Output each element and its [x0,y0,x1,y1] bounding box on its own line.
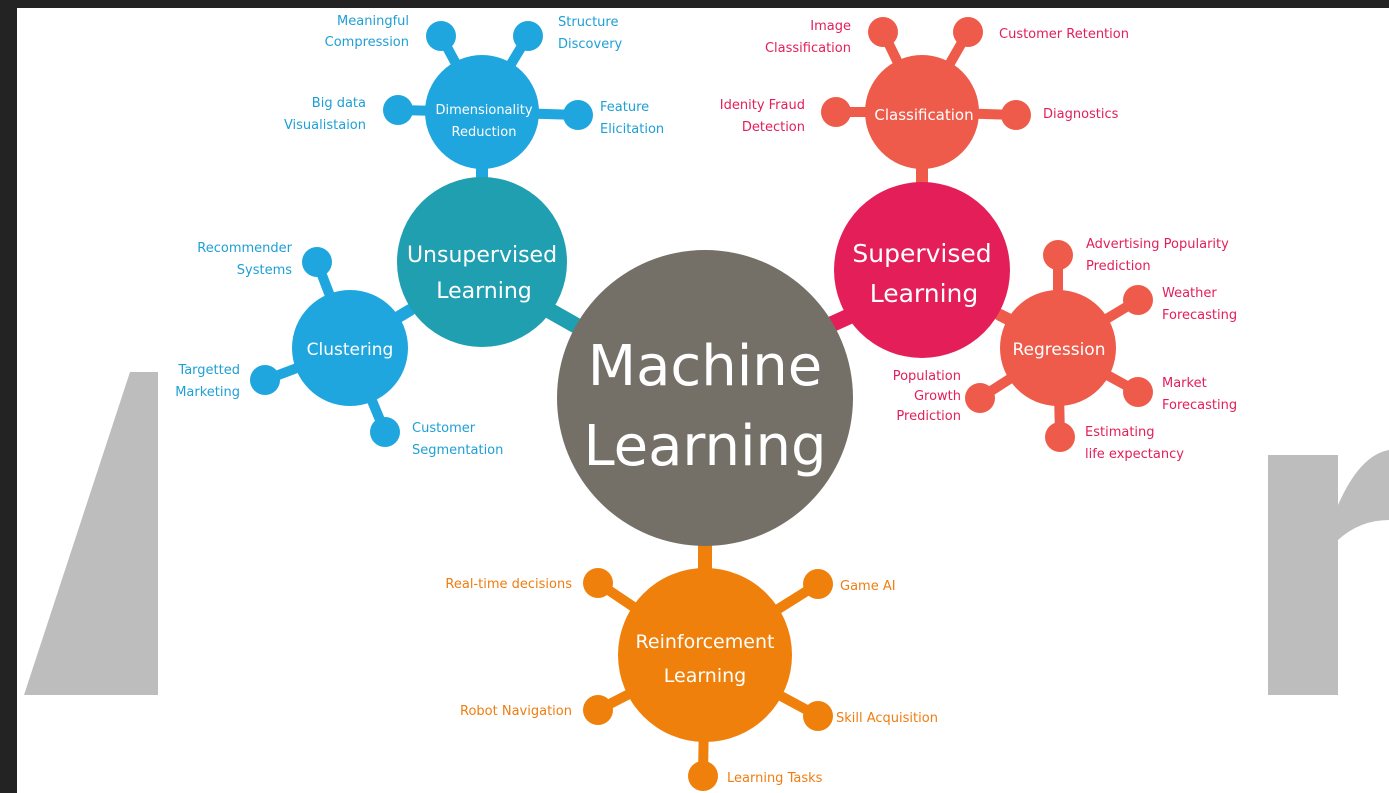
leaf-dot [426,21,456,51]
leaf-label: Segmentation [412,443,503,458]
leaf-label: Idenity Fraud [720,98,805,113]
leaf-dot [370,417,400,447]
leaf-label: Targetted [177,363,240,378]
leaf-dot [688,761,718,791]
clustering-label: Clustering [307,340,394,360]
leaf-label: Classification [765,41,851,56]
reinforcement-node [618,568,792,742]
leaf-label: Image [810,19,851,34]
leaf-dot [383,95,413,125]
leaf-dot [1043,240,1073,270]
leaf-label: Customer [412,421,476,436]
clustering-node [292,290,408,406]
leaf-label: Feature [600,100,649,115]
classification-node [865,55,979,169]
leaf-dot [1123,377,1153,407]
leaf-label: life expectancy [1085,447,1184,462]
leaf-label: Detection [742,120,805,135]
leaf-dots [250,17,1153,791]
leaf-dot [250,365,280,395]
leaf-label: Growth [914,389,961,404]
leaf-label: Advertising Popularity [1086,237,1229,252]
leaf-dot [1123,285,1153,315]
reinforcement-label-line1: Reinforcement [636,631,775,653]
leaf-label: Recommender [197,241,292,256]
dimensionality-node [425,55,539,169]
leaf-label: Prediction [1086,259,1151,274]
dimensionality-label-line2: Reduction [452,125,517,140]
leaf-label: Learning Tasks [727,771,823,786]
leaf-label: Big data [312,96,366,111]
leaf-label: Market [1162,376,1207,391]
machine-learning-node [557,250,853,546]
leaf-dot [1045,422,1075,452]
regression-node [1000,290,1116,406]
leaf-dot [953,17,983,47]
supervised-label-line2: Learning [870,279,979,308]
classification-label: Classification [874,106,973,124]
leaf-dot [965,383,995,413]
center-label-line2: Learning [583,414,826,479]
leaf-label: Marketing [175,385,240,400]
reinforcement-label-line2: Learning [664,665,747,687]
leaf-label: Customer Retention [999,27,1129,42]
leaf-label: Weather [1162,286,1217,301]
leaf-dot [563,100,593,130]
leaf-label: Structure [558,15,618,30]
leaf-label: Skill Acquisition [836,711,938,726]
leaf-label: Population [893,369,961,384]
leaf-label: Compression [325,35,409,50]
regression-label: Regression [1013,340,1106,360]
supervised-node [834,182,1010,358]
leaf-label: Visualistaion [284,118,366,133]
leaf-dot [583,568,613,598]
leaf-label: Diagnostics [1043,107,1119,122]
unsupervised-node [397,177,567,347]
leaf-dot [868,17,898,47]
leaf-label: Prediction [896,409,961,424]
leaf-label: Elicitation [600,122,664,137]
leaf-label: Real-time decisions [445,577,572,592]
unsupervised-label-line2: Learning [436,279,532,304]
leaf-label: Forecasting [1162,308,1237,323]
leaf-label: Discovery [558,37,623,52]
leaf-dot [513,21,543,51]
watermark-letter-right [1268,450,1389,695]
leaf-label: Forecasting [1162,398,1237,413]
leaf-dot [1001,100,1031,130]
center-label-line1: Machine [588,334,822,399]
leaf-label: Systems [237,263,292,278]
leaf-dot [803,701,833,731]
leaf-dot [302,247,332,277]
leaf-dot [821,97,851,127]
unsupervised-label-line1: Unsupervised [407,243,557,268]
leaf-dot [583,695,613,725]
leaf-label: Robot Navigation [460,704,572,719]
leaf-label: Meaningful [337,14,409,29]
watermark-letter-left [24,372,158,695]
leaf-label: Estimating [1085,425,1155,440]
dimensionality-label-line1: Dimensionality [435,103,532,118]
supervised-label-line1: Supervised [852,239,991,268]
leaf-label: Game AI [840,579,896,594]
leaf-dot [803,569,833,599]
